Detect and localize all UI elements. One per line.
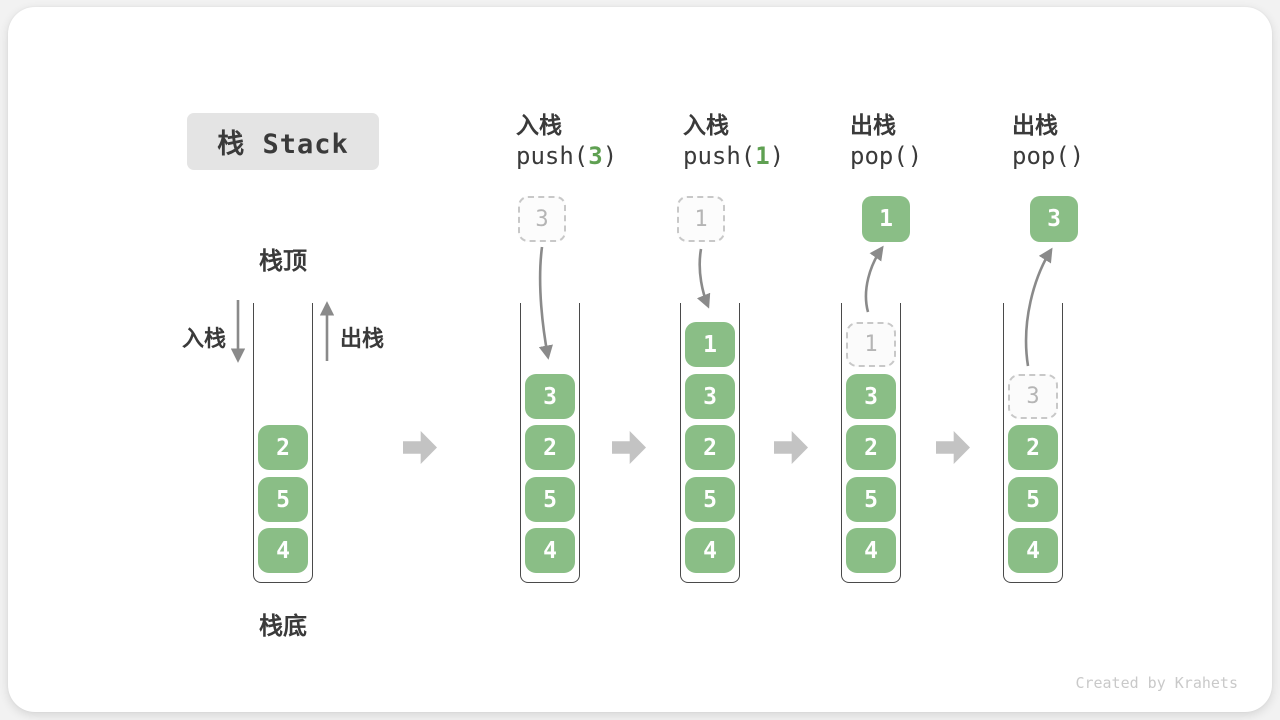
stack-cell: 4 bbox=[525, 528, 575, 573]
stack-container bbox=[253, 303, 313, 583]
pop-side-label: 出栈 bbox=[340, 327, 385, 352]
push-side-label: 入栈 bbox=[181, 327, 226, 352]
stack-cell: 3 bbox=[846, 374, 896, 419]
stack-cell: 3 bbox=[685, 374, 735, 419]
stack-top-label: 栈顶 bbox=[259, 247, 307, 275]
popped-value-box: 3 bbox=[1030, 196, 1078, 242]
stack-cell: 2 bbox=[846, 425, 896, 470]
stack-cell: 4 bbox=[685, 528, 735, 573]
stage-operation-code: push(3) bbox=[516, 142, 618, 170]
stack-container bbox=[520, 303, 580, 583]
stack-cell: 4 bbox=[1008, 528, 1058, 573]
stack-cell: 2 bbox=[258, 425, 308, 470]
stage-operation-code: pop() bbox=[850, 142, 923, 170]
stack-cell: 4 bbox=[258, 528, 308, 573]
stack-bottom-label: 栈底 bbox=[259, 612, 307, 640]
stack-cell-ghost: 1 bbox=[846, 322, 896, 367]
stack-container bbox=[1003, 303, 1063, 583]
stack-cell: 3 bbox=[525, 374, 575, 419]
stage-operation-label: 出栈 bbox=[1012, 113, 1058, 139]
diagram-title: 栈 Stack bbox=[187, 113, 379, 170]
stage-operation-label: 入栈 bbox=[516, 113, 562, 139]
stage-operation-code: pop() bbox=[1012, 142, 1085, 170]
stack-cell: 1 bbox=[685, 322, 735, 367]
popped-value-box: 1 bbox=[862, 196, 910, 242]
stack-cell: 5 bbox=[846, 477, 896, 522]
watermark: Created by Krahets bbox=[1075, 674, 1238, 692]
stack-cell: 2 bbox=[1008, 425, 1058, 470]
stack-cell: 2 bbox=[525, 425, 575, 470]
stack-cell-ghost: 3 bbox=[1008, 374, 1058, 419]
stage-operation-label: 出栈 bbox=[850, 113, 896, 139]
stage-operation-label: 入栈 bbox=[683, 113, 729, 139]
incoming-value-box: 1 bbox=[677, 196, 725, 242]
stack-container bbox=[841, 303, 901, 583]
stack-cell: 5 bbox=[685, 477, 735, 522]
stack-cell: 4 bbox=[846, 528, 896, 573]
stack-cell: 5 bbox=[525, 477, 575, 522]
stack-cell: 5 bbox=[1008, 477, 1058, 522]
stack-container bbox=[680, 303, 740, 583]
incoming-value-box: 3 bbox=[518, 196, 566, 242]
stack-cell: 5 bbox=[258, 477, 308, 522]
stack-cell: 2 bbox=[685, 425, 735, 470]
stage-operation-code: push(1) bbox=[683, 142, 785, 170]
